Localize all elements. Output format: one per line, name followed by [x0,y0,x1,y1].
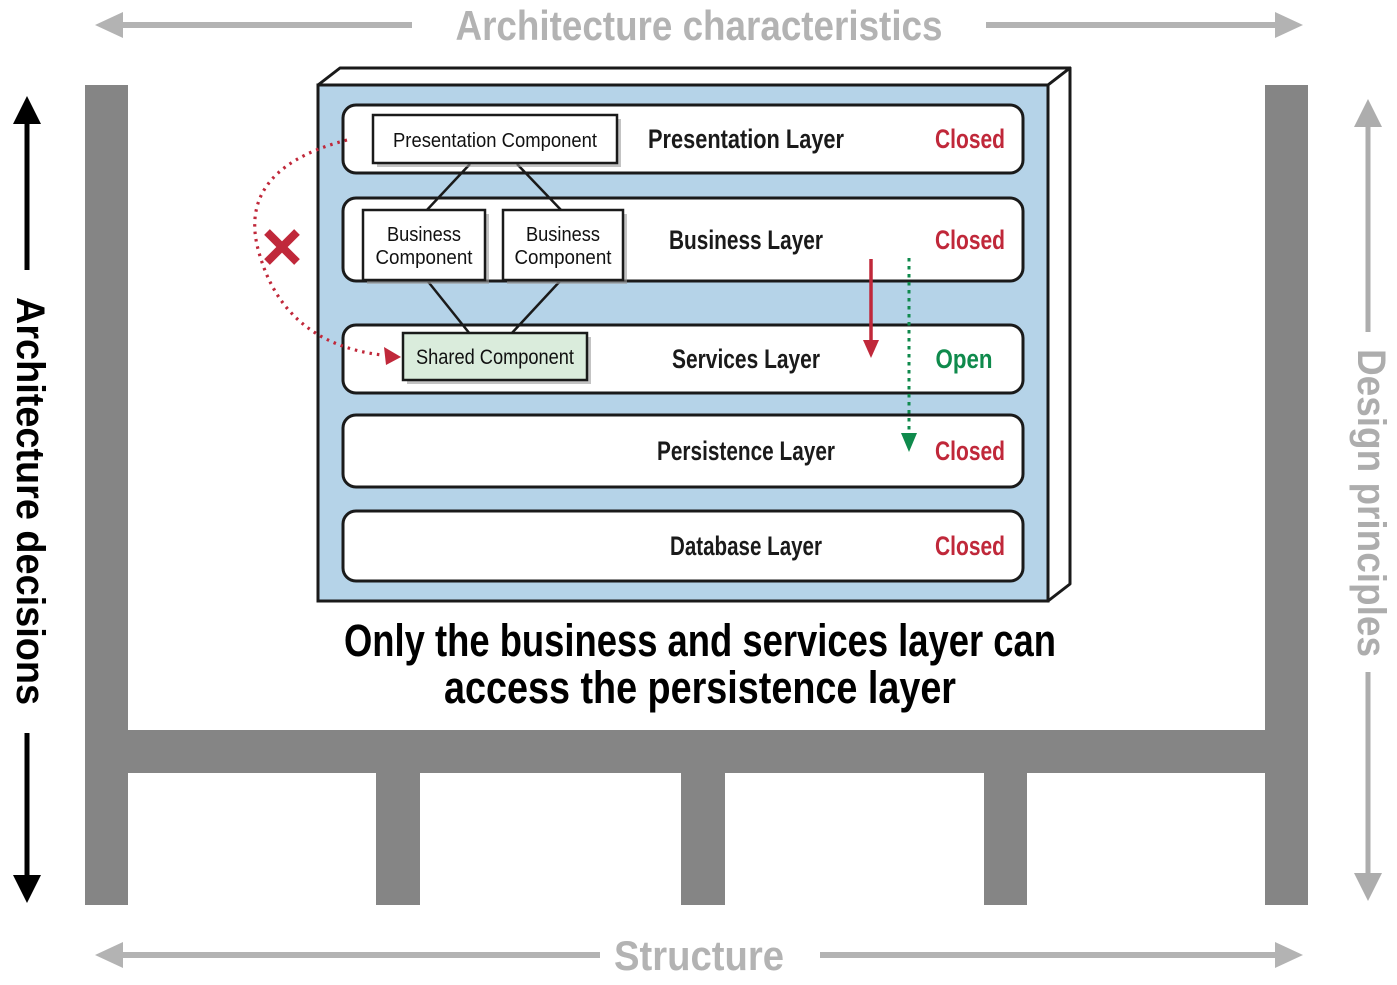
layered-architecture-box: Presentation Component Business Componen… [253,66,1072,603]
caption: Only the business and services layer can… [344,615,1056,713]
caption-line-1: Only the business and services layer can [344,615,1056,666]
frame-leg [984,730,1027,905]
business-component-box-2 [501,208,625,282]
layer-label-business: Business Layer [669,225,823,255]
frame-leg [681,730,725,905]
presentation-component-box [371,113,619,165]
link-line [425,163,471,212]
layer-row-database [341,509,1025,583]
arrow-right-icon [1275,942,1303,968]
bottom-axis-label: Structure [614,932,784,979]
business-component-box-1 [361,208,487,282]
layer-label-services: Services Layer [672,344,820,374]
arrow-down-icon [901,433,917,452]
forbidden-arrow-red [253,138,401,365]
top-axis: Architecture characteristics [95,2,1303,49]
status-services: Open [936,344,993,374]
arrow-left-icon [95,12,123,38]
link-line [425,278,471,335]
bypass-arrow-green [901,258,917,452]
layer-row-persistence [341,413,1025,489]
frame-left-column [85,85,128,905]
arrow-down-icon [863,340,879,358]
layer-label-presentation: Presentation Layer [648,124,844,154]
arrow-shaft [253,138,383,357]
left-axis-label: Architecture decisions [8,297,52,705]
caption-line-2: access the persistence layer [444,662,956,713]
structure-frame [85,85,1308,905]
left-axis: Architecture decisions [8,96,52,903]
business-component-label: Component [376,247,473,269]
arrow-up-icon [13,96,41,124]
layer-label-database: Database Layer [670,531,822,561]
box-right-face [1046,66,1072,603]
status-business: Closed [935,225,1005,255]
top-axis-label: Architecture characteristics [456,2,943,49]
access-arrow-red [863,259,879,358]
business-component-label: Business [387,224,461,246]
business-component-label: Business [526,224,600,246]
link-line [516,163,563,212]
arrow-up-icon [1354,99,1382,127]
arrow-right-icon [384,347,401,365]
frame-right-column [1265,85,1308,905]
right-axis: Design principles [1349,99,1393,901]
status-persistence: Closed [935,436,1005,466]
link-line [510,278,563,335]
shared-component-box [401,331,589,382]
business-component-label: Component [515,247,612,269]
status-presentation: Closed [935,124,1005,154]
presentation-component-label: Presentation Component [393,130,597,152]
right-axis-label: Design principles [1349,349,1393,657]
arrow-down-icon [1354,873,1382,901]
arrow-left-icon [95,942,123,968]
shared-component-label: Shared Component [416,346,574,369]
box-top-face [316,66,1072,87]
x-mark-icon [264,229,300,265]
frame-leg [376,730,420,905]
x-stroke [264,229,300,265]
arrow-right-icon [1275,12,1303,38]
bottom-axis: Structure [95,932,1303,979]
status-database: Closed [935,531,1005,561]
layer-label-persistence: Persistence Layer [657,436,835,466]
component-links [425,163,563,335]
arrow-down-icon [13,875,41,903]
